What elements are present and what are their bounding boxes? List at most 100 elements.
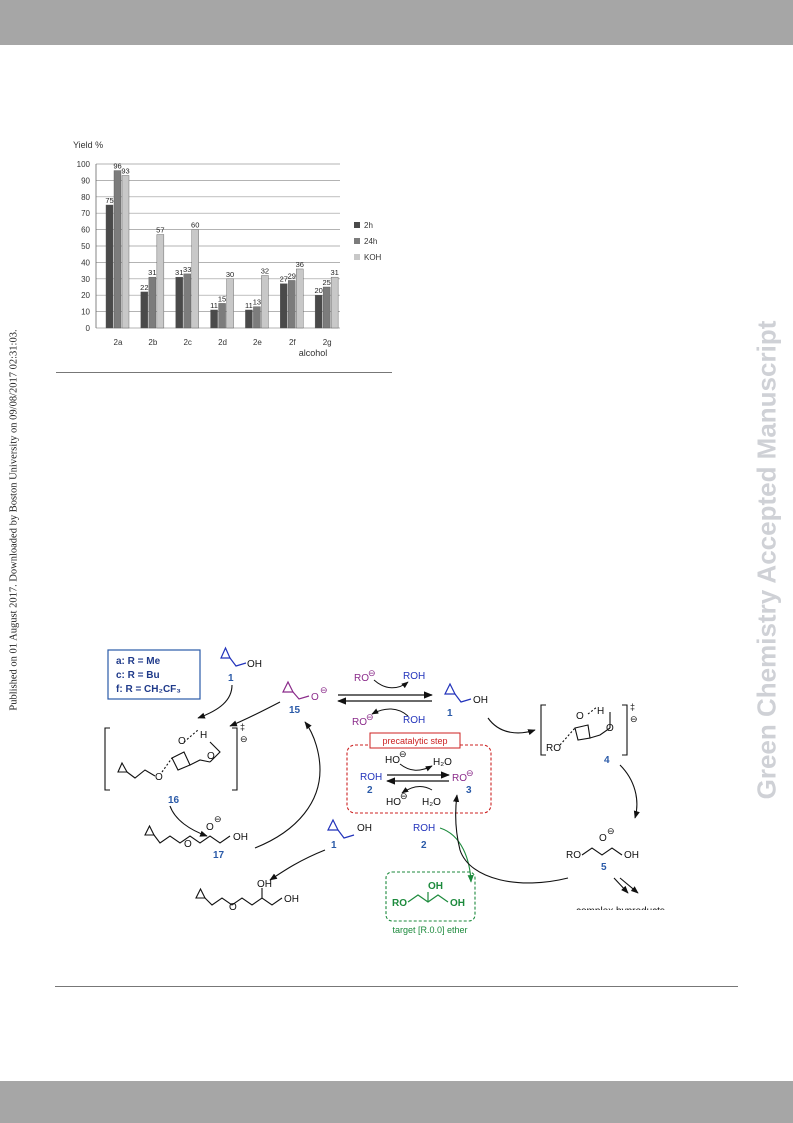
legend-label: KOH — [364, 253, 382, 262]
arrow-to-byproducts — [619, 877, 639, 894]
chart-rule — [56, 372, 392, 373]
bar — [183, 273, 191, 329]
byproducts-label: complex byproducts — [576, 906, 665, 917]
bar — [245, 309, 253, 329]
charge-minus: ⊖ — [400, 791, 408, 801]
compound-label-3: 3 — [466, 785, 472, 796]
y-tick-label: 30 — [81, 275, 90, 284]
water-label: H₂O — [422, 797, 441, 808]
bar — [148, 276, 157, 329]
data-label: 27 — [280, 275, 288, 284]
arrow-16-to-17 — [169, 805, 208, 837]
data-label: 96 — [113, 162, 121, 171]
glycidol-top-left — [220, 646, 247, 667]
x-tick-label: 2f — [289, 338, 296, 347]
x-tick-label: 2g — [323, 338, 332, 347]
arrow-5-to-3 — [453, 794, 569, 884]
alkoxide-label: RO — [352, 717, 367, 728]
charge-minus: ⊖ — [320, 685, 328, 695]
alkoxide-label: RO — [546, 743, 561, 754]
curved-arrow — [373, 679, 409, 689]
arrow-to-byproducts — [613, 877, 629, 894]
data-label: 57 — [156, 226, 164, 235]
arrow-15-to-16 — [229, 701, 281, 727]
arrow-to-product — [269, 849, 326, 881]
compound-label-2: 2 — [367, 785, 373, 796]
glycidol-center — [444, 682, 472, 703]
legend-label: 24h — [364, 237, 377, 246]
bar — [261, 275, 269, 329]
data-label: 32 — [261, 267, 269, 276]
oxide-label: O — [311, 692, 319, 703]
alcohol-label: ROH — [403, 671, 425, 682]
precatalytic-label: precatalytic step — [382, 736, 447, 746]
arrow-1-to-16 — [197, 684, 233, 719]
hydroxyl-label: OH — [247, 659, 262, 670]
bar — [322, 286, 331, 329]
oxygen-label: O — [184, 839, 192, 850]
bottom-band — [0, 1081, 793, 1123]
charge-minus: ⊖ — [399, 749, 407, 759]
target-oh-label: OH — [428, 881, 443, 892]
bar — [314, 295, 323, 329]
charge-minus: ⊖ — [630, 714, 638, 724]
bar — [156, 234, 165, 329]
alkoxide-label: RO — [354, 673, 369, 684]
transition-state-4 — [540, 704, 628, 756]
legend-swatch — [354, 238, 360, 244]
legend-swatch — [354, 222, 360, 228]
y-tick-label: 50 — [81, 242, 90, 251]
data-label: 11 — [245, 301, 253, 310]
glycidoxide-15 — [282, 680, 310, 700]
arrow-4-to-5 — [619, 764, 640, 819]
oxide-label: O — [206, 822, 214, 833]
oxygen-label: O — [178, 736, 186, 747]
x-tick-label: 2e — [253, 338, 262, 347]
target-ether-box — [385, 871, 476, 922]
y-tick-label: 20 — [81, 291, 90, 300]
charge-minus: ⊖ — [366, 712, 374, 722]
data-label: 75 — [105, 196, 113, 205]
charge-minus: ⊖ — [607, 826, 615, 836]
bar — [253, 306, 261, 329]
oxygen-label: O — [207, 751, 215, 762]
bar — [280, 283, 288, 329]
glycidol-lower — [327, 818, 355, 839]
bar — [175, 276, 183, 329]
bar — [296, 268, 304, 329]
hydroxyl-label: OH — [233, 832, 248, 843]
y-tick-label: 90 — [81, 176, 90, 185]
alkoxide-label: RO — [452, 773, 467, 784]
charge-minus: ⊖ — [214, 814, 222, 824]
hydrogen-label: H — [597, 706, 604, 717]
y-tick-label: 80 — [81, 193, 90, 202]
hydroxyl-label: OH — [257, 879, 272, 890]
charge-minus: ⊖ — [466, 768, 474, 778]
y-tick-label: 60 — [81, 226, 90, 235]
hydrogen-label: H — [200, 730, 207, 741]
oxygen-label: O — [229, 902, 237, 913]
precatalytic-box: precatalytic step — [346, 732, 492, 814]
data-label: 93 — [121, 166, 129, 175]
dagger-mark: ‡ — [240, 722, 245, 732]
alkoxide-label: RO — [566, 850, 581, 861]
charge-minus: ⊖ — [240, 734, 248, 744]
data-label: 33 — [183, 265, 191, 274]
target-oh-label: OH — [450, 898, 465, 909]
oxygen-label: O — [155, 772, 163, 783]
bar — [191, 229, 199, 329]
bar — [140, 291, 149, 329]
alcohol-label: ROH — [360, 772, 382, 783]
x-axis-title: alcohol — [299, 348, 328, 358]
data-label: 15 — [218, 294, 226, 303]
curved-arrow — [399, 763, 433, 772]
data-label: 36 — [296, 260, 304, 269]
charge-minus: ⊖ — [368, 668, 376, 678]
arrow-to-4 — [487, 717, 536, 736]
curved-arrow — [401, 785, 433, 794]
water-label: H₂O — [433, 757, 452, 768]
bar — [218, 303, 226, 329]
data-label: 25 — [322, 278, 330, 287]
bar — [113, 170, 122, 329]
